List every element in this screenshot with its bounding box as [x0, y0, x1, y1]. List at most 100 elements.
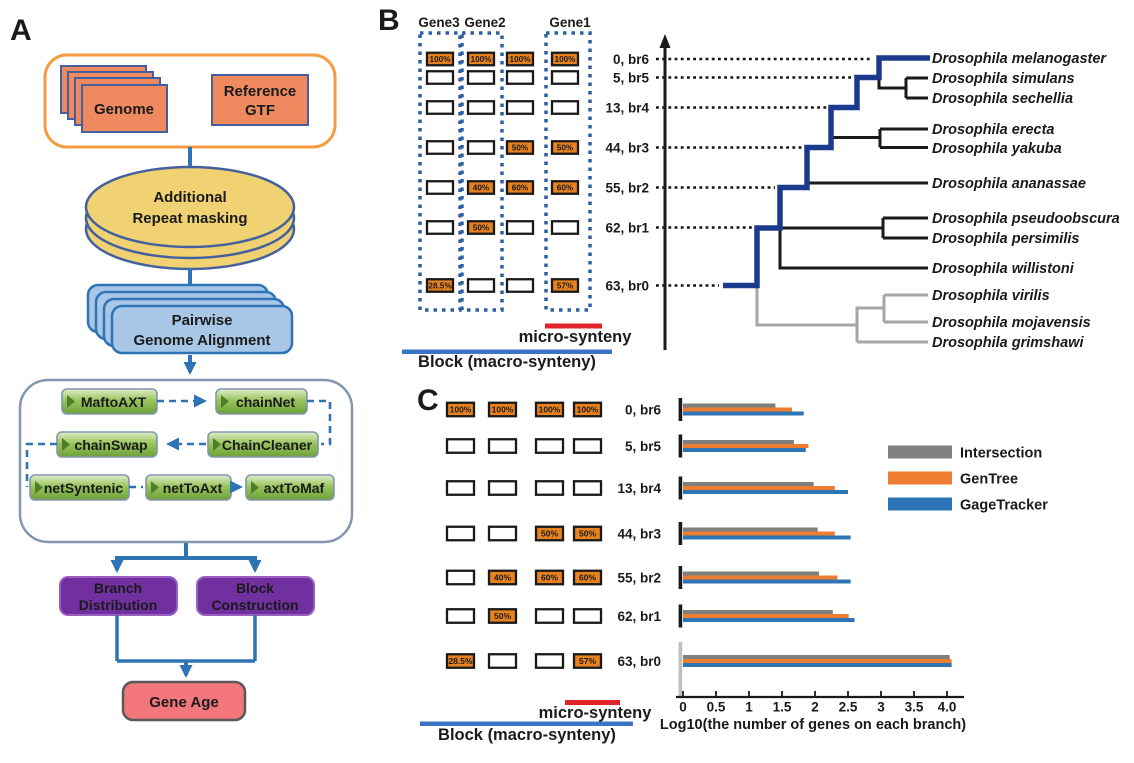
x-tick-label: 3.5 [905, 700, 924, 715]
synteny-cell [487, 480, 518, 496]
cell-percent-label: 100% [430, 55, 452, 64]
group-axis-segment [678, 566, 683, 589]
synteny-cell [425, 220, 455, 235]
cell-percent-label: 28.5% [428, 282, 452, 291]
group-axis-segment [678, 398, 683, 421]
synteny-cell [445, 525, 476, 542]
fork-connectors [110, 543, 262, 573]
tool-label: chainSwap [74, 437, 147, 453]
panel-b-synteny-tree: B Gene3 Gene2 Gene1 100%100%100%100%50%5… [378, 4, 1120, 371]
bar-gentree [683, 486, 835, 490]
synteny-cell [425, 70, 455, 85]
phylo-tree-gray-clade [755, 285, 928, 344]
bar-intersection [683, 403, 776, 408]
tool-label: netToAxt [163, 480, 223, 496]
bar-intersection [683, 571, 819, 576]
species-label: Drosophila virilis [932, 288, 1050, 304]
bar-gentree [683, 444, 809, 448]
group-axis-segment [678, 604, 683, 628]
branch-label: 13, br4 [617, 481, 661, 496]
bar-gagetracker [683, 448, 806, 452]
x-tick-label: 3 [877, 700, 885, 715]
branch-label: 63, br0 [617, 654, 661, 669]
bar-gentree [683, 407, 792, 412]
species-label: Drosophila ananassae [932, 176, 1086, 192]
synteny-cell [534, 525, 565, 542]
branch-label: 44, br3 [617, 526, 661, 541]
block-construction-line2: Construction [211, 597, 298, 613]
bar-gagetracker [683, 535, 851, 540]
bar-gentree [683, 531, 835, 536]
reference-gtf-line2: GTF [245, 102, 275, 119]
cell-percent-label: 100% [577, 405, 599, 415]
pairwise-line2: Genome Alignment [134, 332, 271, 349]
synteny-cell [550, 220, 580, 235]
bar-intersection [683, 610, 833, 614]
cell-percent-label: 100% [471, 55, 493, 64]
cell-percent-label: 50% [541, 529, 558, 539]
species-label: Drosophila grimshawi [932, 335, 1084, 351]
timeline-arrowhead [659, 34, 671, 48]
repeat-masking-node [84, 165, 296, 271]
synteny-cell [534, 653, 565, 669]
bar-gagetracker [683, 579, 851, 584]
group-axis-segment [678, 522, 683, 545]
synteny-cell [487, 401, 518, 418]
synteny-cell [572, 653, 603, 669]
synteny-cell [550, 140, 580, 155]
synteny-cell [572, 438, 603, 454]
tool-label: chainNet [236, 394, 295, 410]
synteny-cell [445, 569, 476, 586]
group-axis-segment [678, 476, 683, 500]
tool-node: chainSwap [56, 431, 158, 458]
bar-intersection [683, 482, 814, 486]
genome-stack-icon [60, 65, 168, 133]
reference-gtf-line1: Reference [224, 83, 297, 100]
synteny-cell [505, 51, 535, 67]
macro-synteny-bar [420, 721, 633, 726]
legend-label: GenTree [960, 472, 1018, 488]
timeline-axis [659, 34, 671, 350]
macro-synteny-label: Block (macro-synteny) [438, 726, 616, 744]
x-tick-label: 1 [745, 700, 753, 715]
repeat-masking-line1: Additional [153, 189, 226, 206]
synteny-cell [534, 569, 565, 586]
cell-percent-label: 60% [512, 184, 529, 193]
synteny-cell [572, 401, 603, 418]
bar-series [683, 403, 952, 667]
panel-c-chart: C 100%100%100%100%50%50%40%60%60%50%28.5… [417, 384, 1048, 744]
cell-percent-label: 50% [557, 144, 574, 153]
species-label: Drosophila persimilis [932, 231, 1079, 247]
branch-label: 55, br2 [617, 570, 661, 585]
branch-label: 0, br6 [613, 52, 650, 67]
legend-label: GageTracker [960, 498, 1048, 514]
tool-node: MaftoAXT [61, 388, 158, 415]
bar-intersection [683, 527, 818, 532]
synteny-cell [425, 140, 455, 155]
cell-percent-label: 50% [579, 529, 596, 539]
synteny-cell [550, 180, 580, 195]
play-icon [35, 481, 43, 494]
gene-age-node [121, 680, 247, 722]
branch-distribution-line2: Distribution [79, 597, 158, 613]
synteny-cell [505, 70, 535, 85]
synteny-cell [550, 51, 580, 67]
tool-node: ChainCleaner [207, 431, 319, 458]
branch-leader-lines [656, 57, 872, 287]
synteny-cell [425, 180, 455, 195]
synteny-cell [572, 525, 603, 542]
bar-gentree [683, 659, 952, 663]
macro-synteny-bar [402, 349, 612, 354]
panel-b-label: B [378, 4, 400, 37]
synteny-cell [534, 438, 565, 454]
bar-axis-segments [678, 398, 683, 696]
branch-label: 55, br2 [605, 180, 649, 195]
synteny-cell [466, 180, 496, 195]
play-icon [213, 438, 221, 451]
tool-nodes: MaftoAXT chainNet chainSwap ChainCleaner net… [29, 388, 335, 501]
synteny-cell [505, 140, 535, 155]
